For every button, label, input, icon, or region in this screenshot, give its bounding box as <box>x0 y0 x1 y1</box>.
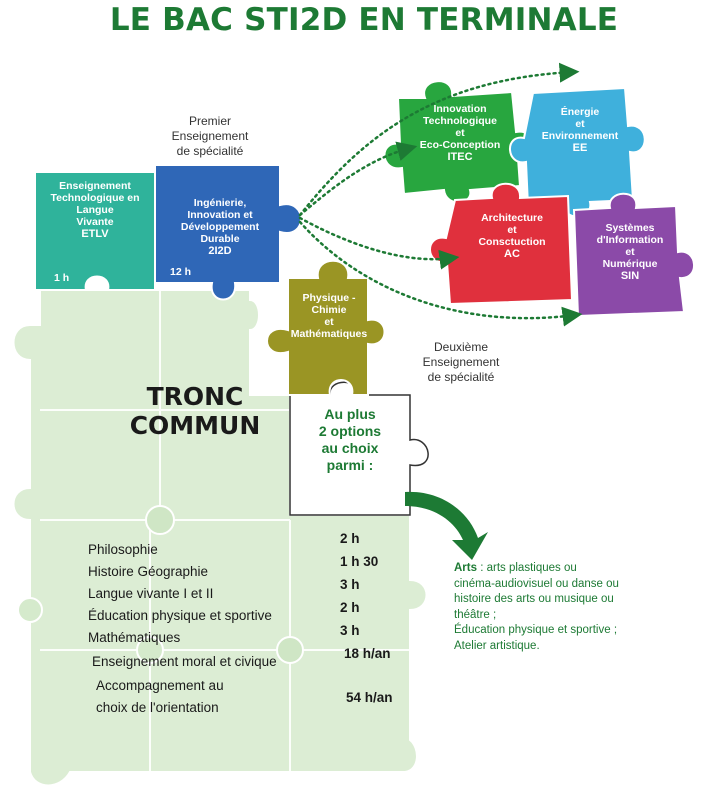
etlv-line: Vivante <box>76 216 114 228</box>
pcm-puzzle-shape <box>266 259 386 396</box>
i2d-abbr: 2I2D <box>208 245 232 257</box>
deuxieme-specialite-caption: Deuxième Enseignement de spécialité <box>406 340 516 385</box>
tronc-line: COMMUN <box>129 411 261 440</box>
etlv-label: Enseignement Technologique en Langue Viv… <box>38 180 152 240</box>
itec-line: Eco-Conception <box>419 139 501 151</box>
ac-line: Architecture <box>481 212 543 224</box>
i2d-line: Innovation et <box>187 209 253 221</box>
sin-line: Systèmes <box>605 222 655 234</box>
tronc-commun-puzzle-shape <box>12 289 428 787</box>
pcm-label: Physique - Chimie et Mathématiques <box>288 292 370 340</box>
itec-line: et <box>455 127 465 139</box>
subject-name: Accompagnement au <box>96 678 224 693</box>
ac-label: Architecture et Consctuction AC <box>460 212 564 260</box>
arts-line: Éducation physique et sportive ; <box>454 624 618 636</box>
itec-line: Innovation <box>433 103 487 115</box>
subject-name: choix de l'orientation <box>96 700 219 715</box>
subject-hours: 54 h/an <box>346 690 393 705</box>
etlv-abbr: ETLV <box>81 228 109 240</box>
page-title: LE BAC STI2D EN TERMINALE <box>109 2 619 38</box>
etlv-line: Langue <box>76 204 114 216</box>
arts-label: Arts <box>454 562 478 574</box>
subject-name: Éducation physique et sportive <box>88 608 272 623</box>
tronc-commun-heading: TRONC COMMUN <box>120 382 270 440</box>
sin-line: et <box>625 246 635 258</box>
caption-line: Enseignement <box>171 129 249 143</box>
etlv-hours: 1 h <box>54 272 70 284</box>
subject-hours: 2 h <box>340 531 360 546</box>
arts-line: théâtre ; <box>454 608 497 621</box>
pcm-line: et <box>324 316 334 328</box>
caption-line: de spécialité <box>427 370 495 384</box>
itec-label: Innovation Technologique et Eco-Concepti… <box>410 103 510 163</box>
ac-abbr: AC <box>504 248 520 260</box>
ac-puzzle-shape <box>429 182 574 306</box>
pcm-hours: 6 h <box>382 374 398 386</box>
ee-line: Énergie <box>560 106 600 118</box>
arts-text: : arts plastiques ou <box>477 562 577 574</box>
i2d-line: Ingénierie, <box>193 197 247 209</box>
i2d-hours: 12 h <box>170 266 192 278</box>
pcm-line: Mathématiques <box>290 328 368 340</box>
subject-hours: 1 h 30 <box>340 554 379 569</box>
subject-name: Langue vivante I et II <box>88 586 214 601</box>
subject-name: Philosophie <box>88 542 158 557</box>
dotted-arrows <box>298 62 583 327</box>
ee-line: Environnement <box>541 130 619 142</box>
i2d-label: Ingénierie, Innovation et Développement … <box>165 197 275 257</box>
options-line: au choix <box>321 440 379 456</box>
arts-line: cinéma-audiovisuel ou danse ou <box>454 577 619 590</box>
i2d-puzzle-shape <box>154 164 302 301</box>
ee-line: et <box>575 118 585 130</box>
arts-line-first: Arts : arts plastiques ou <box>454 561 724 577</box>
options-line: Au plus <box>324 406 376 422</box>
ee-abbr: EE <box>572 142 588 154</box>
itec-puzzle-shape <box>383 80 535 204</box>
ac-line: et <box>507 224 517 236</box>
options-label: Au plus 2 options au choix parmi : <box>300 406 400 474</box>
caption-line: Premier <box>188 114 231 128</box>
subject-hours: 18 h/an <box>344 646 391 661</box>
etlv-line: Technologique en <box>50 192 140 204</box>
etlv-puzzle-shape <box>34 171 156 291</box>
ee-label: Énergie et Environnement EE <box>535 106 625 154</box>
arts-line: histoire des arts ou musique ou <box>454 593 614 605</box>
pcm-line: Chimie <box>311 304 347 316</box>
etlv-line: Enseignement <box>59 180 131 192</box>
ac-line: Consctuction <box>478 236 546 248</box>
itec-line: Technologique <box>423 115 497 127</box>
pcm-line: Physique - <box>302 292 356 304</box>
itec-abbr: ITEC <box>447 151 473 163</box>
subject-name: Mathématiques <box>88 630 181 645</box>
options-line: 2 options <box>318 423 382 439</box>
sin-line: Numérique <box>602 258 658 270</box>
caption-line: de spécialité <box>176 144 244 158</box>
caption-line: Enseignement <box>422 355 500 369</box>
i2d-line: Développement <box>180 221 260 233</box>
subject-hours: 3 h <box>340 623 360 638</box>
arts-options-text: Arts : arts plastiques ou cinéma-audiovi… <box>454 561 724 654</box>
caption-line: Deuxième <box>433 340 489 354</box>
subject-name: Enseignement moral et civique <box>92 654 277 669</box>
subject-name: Histoire Géographie <box>88 564 209 579</box>
premier-specialite-caption: Premier Enseignement de spécialité <box>150 114 270 159</box>
sin-puzzle-shape <box>572 192 695 318</box>
arts-arrow <box>405 491 488 560</box>
options-puzzle-shape <box>289 381 429 516</box>
arts-line: Atelier artistique. <box>454 639 540 652</box>
sin-abbr: SIN <box>620 270 640 282</box>
options-line: parmi : <box>326 457 374 473</box>
sin-label: Systèmes d'Information et Numérique SIN <box>582 222 678 282</box>
subject-hours: 2 h <box>340 600 360 615</box>
tronc-line: TRONC <box>146 382 244 411</box>
sin-line: d'Information <box>596 234 664 246</box>
subject-hours: 3 h <box>340 577 360 592</box>
i2d-line: Durable <box>200 233 240 245</box>
